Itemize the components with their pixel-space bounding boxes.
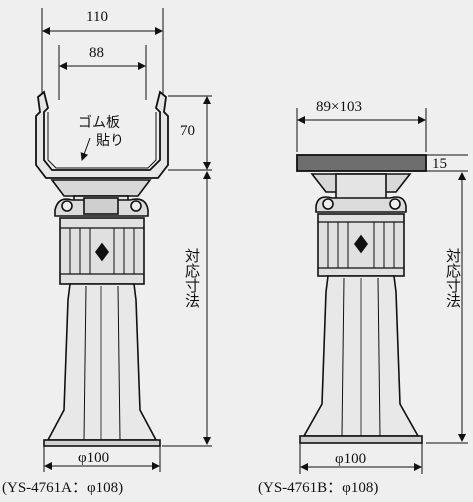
dim-top-plate-label: 89×103 <box>316 99 362 115</box>
dim-top-outer-label: 110 <box>86 9 108 25</box>
dim-bracket-height-label: 70 <box>180 123 195 139</box>
rubber-label-line2: 貼り <box>96 133 124 149</box>
rubber-label-line1: ゴム板 <box>78 115 120 131</box>
left-base-dimension-label: φ100 <box>78 450 110 466</box>
right-side-dimension-label: 対応寸法 <box>444 248 462 308</box>
dim-top-inner-label: 88 <box>89 45 104 61</box>
right-caption: (YS-4761B：φ108) <box>258 480 379 496</box>
left-side-dimension-label: 対応寸法 <box>183 248 201 308</box>
right-base-dimension-label: φ100 <box>335 451 367 467</box>
left-support-figure <box>35 8 212 472</box>
right-support-figure <box>296 108 468 474</box>
left-caption: (YS-4761A：φ108) <box>2 480 124 496</box>
dim-plate-thickness-label: 15 <box>432 156 447 172</box>
